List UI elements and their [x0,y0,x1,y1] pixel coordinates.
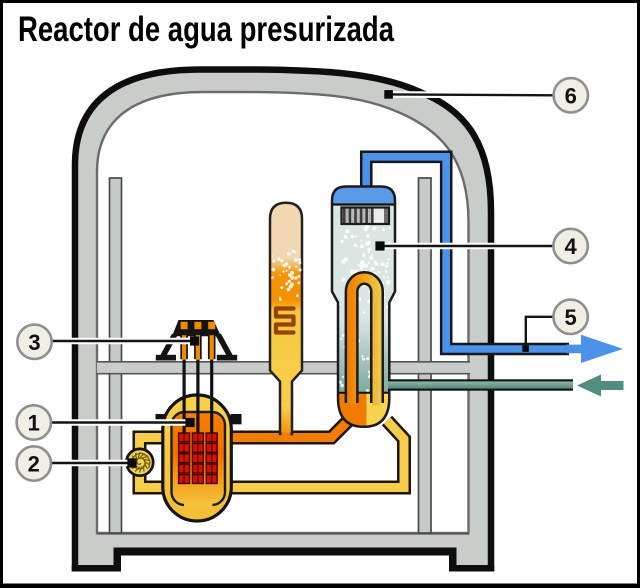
svg-text:Reactor de agua presurizada: Reactor de agua presurizada [18,10,394,49]
svg-text:3: 3 [28,330,40,355]
svg-text:4: 4 [564,234,577,259]
svg-text:2: 2 [28,452,40,477]
svg-text:6: 6 [565,83,577,108]
svg-text:1: 1 [28,411,40,436]
svg-text:5: 5 [564,305,576,330]
